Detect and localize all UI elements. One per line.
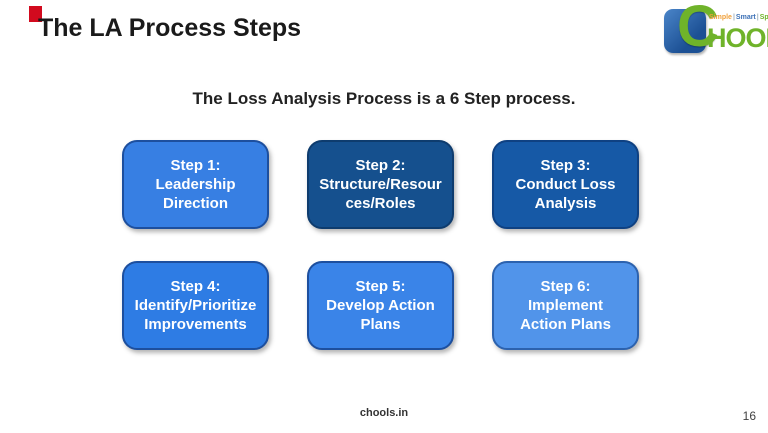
step-box-4: Step 4: Identify/Prioritize Improvements (122, 261, 269, 350)
tagline-separator: | (732, 14, 735, 21)
step-1-line-1: Step 1: (170, 157, 221, 174)
step-4-line-1: Step 4: (170, 278, 221, 295)
footer-website: chools.in (359, 407, 409, 419)
step-3-line-1: Step 3: (540, 157, 591, 174)
step-3-line-2: Conduct Loss (515, 176, 616, 193)
step-box-5: Step 5: Develop Action Plans (307, 261, 454, 350)
step-box-3: Step 3: Conduct Loss Analysis (492, 140, 639, 229)
logo-hools-text: HOOLS (707, 23, 768, 53)
chools-logo: C Simple|Smart|Speed HOOLS (660, 0, 768, 60)
step-5-line-2: Develop Action (326, 297, 435, 314)
step-4-line-3: Improvements (144, 316, 247, 333)
step-1-line-2: Leadership (155, 176, 236, 193)
step-box-1: Step 1: Leadership Direction (122, 140, 269, 229)
logo-tagline: Simple|Smart|Speed (709, 14, 768, 22)
step-1-line-3: Direction (162, 195, 228, 212)
logo-c-letter: C (677, 0, 719, 59)
page-title: The LA Process Steps (38, 14, 302, 42)
step-6-line-2: Implement (527, 297, 603, 314)
step-3-line-3: Analysis (534, 195, 597, 212)
step-2-line-3: ces/Roles (345, 195, 416, 212)
step-box-6: Step 6: Implement Action Plans (492, 261, 639, 350)
red-accent-rect (29, 6, 42, 22)
slide-subtitle: The Loss Analysis Process is a 6 Step pr… (192, 89, 576, 108)
step-2-line-1: Step 2: (355, 157, 406, 174)
tagline-speed: Speed (759, 14, 768, 21)
logo-blue-square (664, 9, 706, 53)
tagline-simple: Simple (709, 14, 732, 21)
step-6-line-3: Action Plans (520, 316, 611, 333)
step-4-line-2: Identify/Prioritize (134, 297, 257, 314)
step-6-line-1: Step 6: (540, 278, 591, 295)
step-2-line-2: Structure/Resour (319, 176, 442, 193)
tagline-separator: | (756, 14, 759, 21)
page-number: 16 (742, 409, 756, 423)
tagline-smart: Smart (735, 14, 756, 21)
step-5-line-1: Step 5: (355, 278, 406, 295)
step-5-line-3: Plans (360, 316, 401, 333)
step-box-2: Step 2: Structure/Resour ces/Roles (307, 140, 454, 229)
